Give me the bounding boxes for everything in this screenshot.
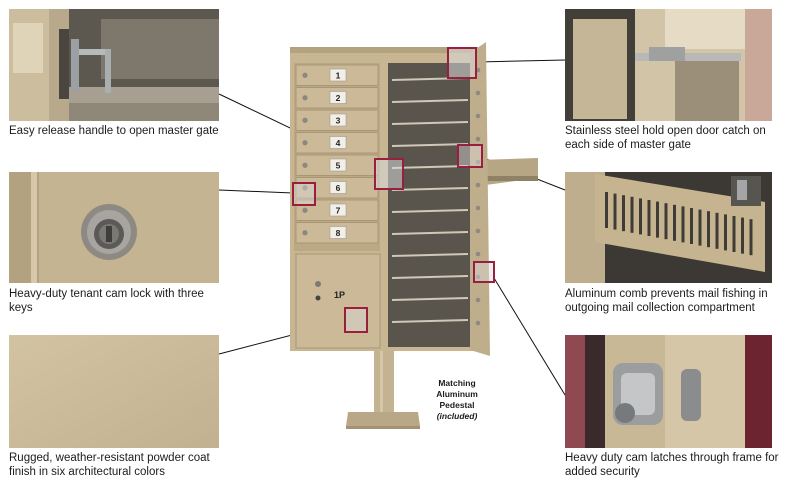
photo-cam-lock (9, 172, 219, 283)
highlight-powder-coat (344, 307, 368, 333)
compartment-number: 2 (336, 93, 341, 103)
lock-icon (302, 230, 308, 236)
parcel-locker (295, 253, 381, 349)
caption-aluminum-comb: Aluminum comb prevents mail fishing in o… (565, 288, 768, 314)
lock-icon (302, 95, 308, 101)
lock-icon (302, 207, 308, 213)
lock-icon (302, 185, 308, 191)
lock-icon (302, 117, 308, 123)
open-door-panel (470, 42, 490, 356)
caption-powder-coat: Rugged, weather-resistant powder coat fi… (9, 452, 210, 478)
highlight-cam-lock (292, 182, 316, 206)
caption-cam-lock: Heavy-duty tenant cam lock with three ke… (9, 288, 204, 314)
compartment-number: 3 (336, 116, 341, 126)
svg-text:1P: 1P (334, 290, 345, 300)
highlight-release-handle (374, 158, 404, 190)
compartment-door: 3 (295, 109, 379, 131)
pedestal-label-line3: Pedestal (439, 400, 475, 410)
caption-release-handle: Easy release handle to open master gate (9, 125, 219, 137)
caption-cam-latch: Heavy duty cam latches through frame for… (565, 452, 779, 478)
callout-line-cam-lock (218, 189, 294, 194)
highlight-cam-latch (473, 261, 495, 283)
open-master-gate (388, 63, 470, 347)
compartment-number: 8 (336, 228, 341, 238)
pedestal-label-line4: (included) (436, 411, 478, 421)
compartment-door: 6 (295, 177, 379, 199)
photo-cam-latch (565, 335, 772, 448)
callout-line-cam-latch (493, 277, 566, 396)
lock-icon (302, 140, 308, 146)
photo-release-handle (9, 9, 219, 121)
compartment-number: 4 (336, 138, 341, 148)
lock-icon (302, 72, 308, 78)
compartment-number: 6 (336, 183, 341, 193)
compartment-door: 1 (295, 64, 379, 86)
photo-aluminum-comb (565, 172, 772, 283)
compartment-door: 2 (295, 87, 379, 109)
callout-line-door-catch (477, 59, 566, 63)
photo-door-catch (565, 9, 772, 121)
highlight-door-catch (447, 47, 477, 79)
compartment-door: 4 (295, 132, 379, 154)
photo-powder-coat (9, 335, 219, 448)
caption-door-catch: Stainless steel hold open door catch on … (565, 125, 766, 151)
compartment-number: 5 (336, 161, 341, 171)
highlight-comb (457, 144, 483, 168)
lock-icon (302, 162, 308, 168)
compartment-door: 7 (295, 199, 379, 221)
pedestal-base (346, 412, 420, 426)
pedestal-post (374, 350, 394, 412)
compartment-door: 5 (295, 154, 379, 176)
pedestal-label-line2: Aluminum (436, 389, 478, 399)
compartment-door: 8 (295, 222, 379, 244)
compartment-number: 7 (336, 206, 341, 216)
pedestal-label-line1: Matching (438, 378, 476, 388)
compartment-number: 1 (336, 71, 341, 81)
pedestal-label: Matching Aluminum Pedestal (included) (422, 378, 492, 422)
